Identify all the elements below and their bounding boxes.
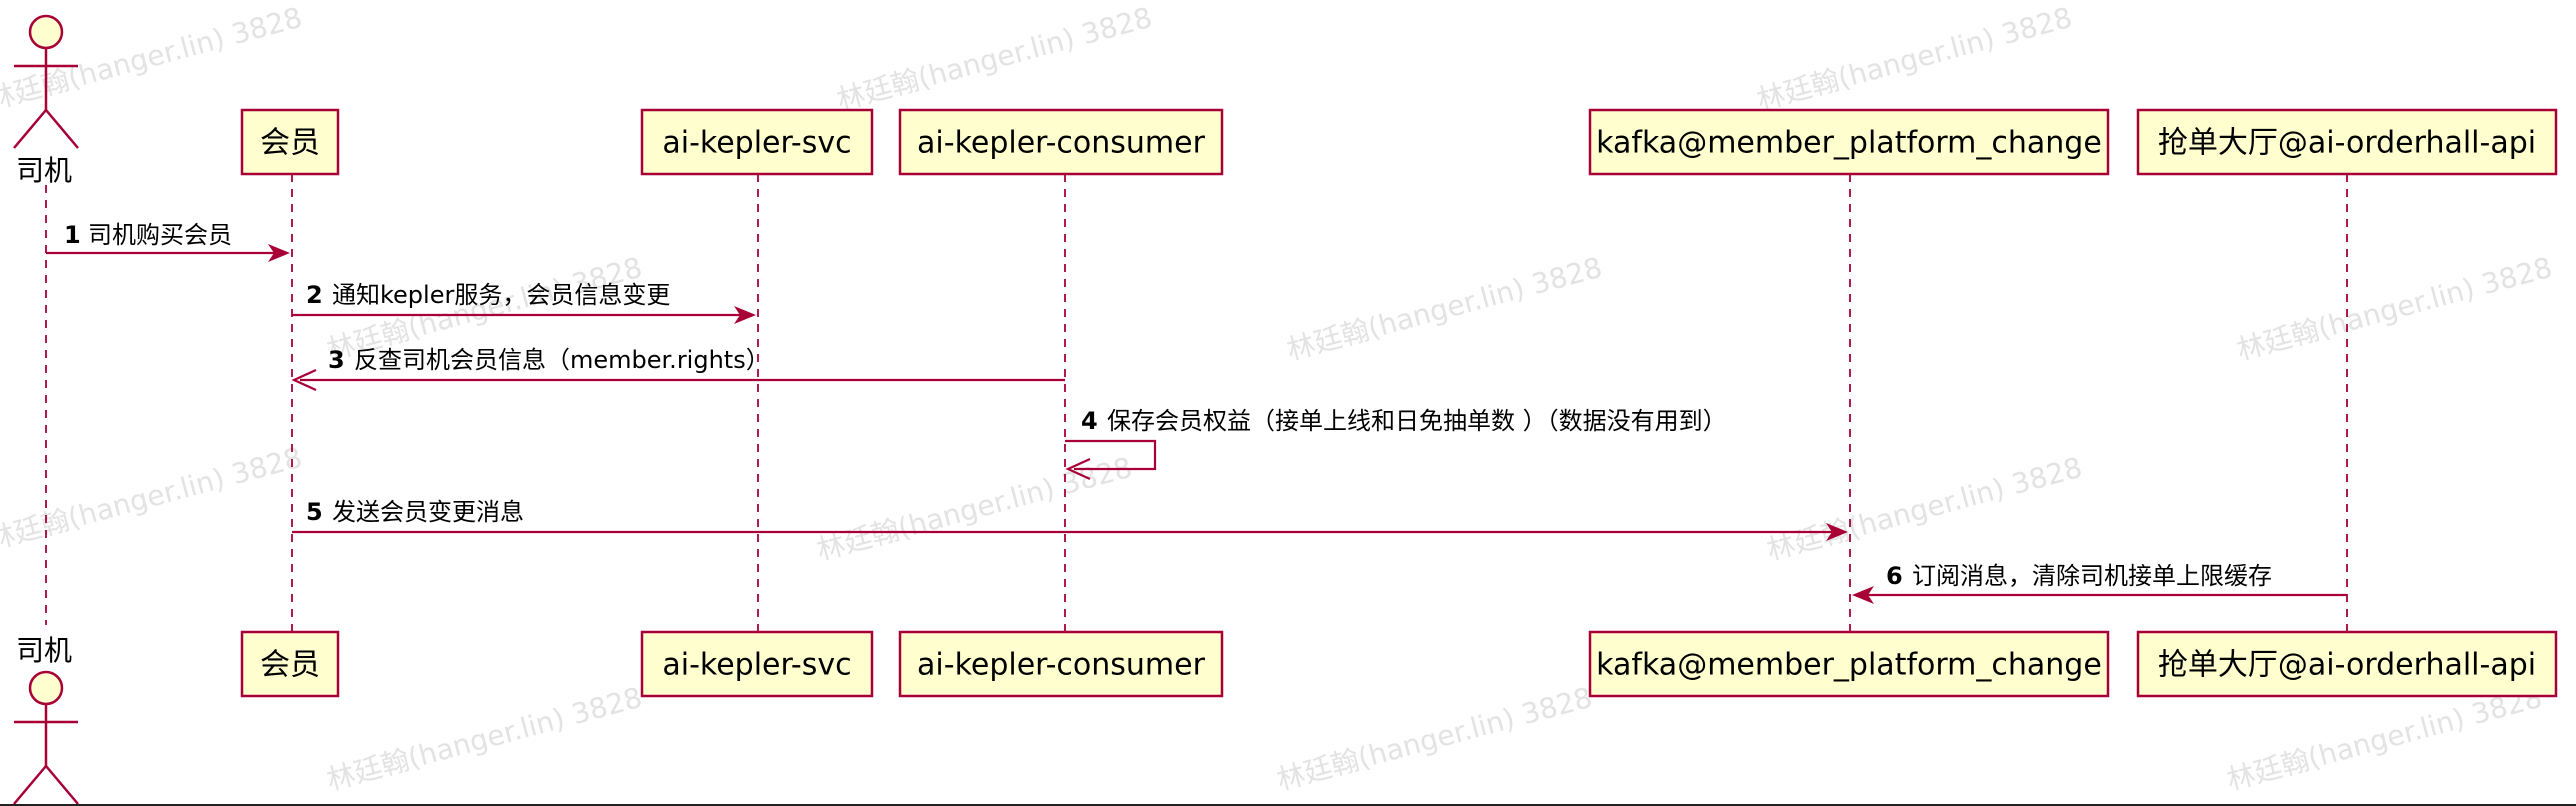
- participant-kepler-svc: ai-kepler-svc: [640, 108, 874, 176]
- watermark-5: 林廷翰(hanger.lin) 3828: [1283, 251, 1605, 367]
- actor-label: 司机: [16, 634, 72, 667]
- message-1: 1 司机购买会员: [46, 221, 290, 262]
- participant-member: 会员: [240, 108, 340, 176]
- stick-figure-icon: [13, 14, 79, 149]
- participant-kepler-svc: ai-kepler-svc: [640, 630, 874, 698]
- participant-label: 会员: [260, 648, 320, 683]
- message-number: 4: [1081, 407, 1098, 435]
- message-text: 发送会员变更消息: [332, 498, 524, 526]
- message-number: 1: [64, 221, 81, 249]
- watermark-6: 林廷翰(hanger.lin) 3828: [2233, 251, 2555, 367]
- participant-label: 抢单大厅@ai-orderhall-api: [2158, 126, 2536, 161]
- actor-driver-bottom: 司机: [13, 634, 79, 805]
- message-2: 2 通知kepler服务，会员信息变更: [292, 281, 756, 324]
- watermark-3: 林廷翰(hanger.lin) 3828: [1753, 1, 2075, 117]
- participant-label: kafka@member_platform_change: [1596, 126, 2102, 161]
- message-text: 保存会员权益（接单上线和日免抽单数 ）（数据没有用到）: [1107, 407, 1727, 435]
- watermark-10: 林廷翰(hanger.lin) 3828: [323, 681, 645, 797]
- arrowhead-icon: [734, 306, 756, 324]
- message-3: 3 反查司机会员信息（member.rights）: [291, 346, 1065, 392]
- participant-orderhall: 抢单大厅@ai-orderhall-api: [2136, 630, 2558, 698]
- message-text: 通知kepler服务，会员信息变更: [332, 281, 670, 309]
- watermark-2: 林廷翰(hanger.lin) 3828: [833, 1, 1155, 117]
- message-text: 反查司机会员信息（member.rights）: [354, 346, 770, 374]
- participants-top: 会员 ai-kepler-svc ai-kepler-consumer kafk…: [240, 108, 2558, 176]
- arrowhead-icon: [1852, 586, 1874, 604]
- message-number: 3: [328, 346, 345, 374]
- participant-label: ai-kepler-svc: [662, 648, 851, 683]
- message-6: 6 订阅消息，清除司机接单上限缓存: [1852, 562, 2347, 604]
- arrowhead-icon: [291, 368, 317, 392]
- arrowhead-icon: [1065, 457, 1091, 481]
- stick-figure-icon: [13, 670, 79, 805]
- participants-bottom: 会员 ai-kepler-svc ai-kepler-consumer kafk…: [240, 630, 2558, 698]
- lifelines: [45, 174, 2348, 632]
- participant-label: ai-kepler-svc: [662, 126, 851, 161]
- actor-label: 司机: [16, 154, 72, 187]
- message-number: 6: [1886, 562, 1903, 590]
- message-arrow-line: [1065, 439, 1157, 471]
- message-number: 2: [306, 281, 323, 309]
- participant-label: ai-kepler-consumer: [917, 648, 1206, 683]
- message-text: 订阅消息，清除司机接单上限缓存: [1912, 562, 2272, 590]
- participant-kepler-consumer: ai-kepler-consumer: [898, 108, 1224, 176]
- participant-kafka: kafka@member_platform_change: [1588, 630, 2110, 698]
- participant-orderhall: 抢单大厅@ai-orderhall-api: [2136, 108, 2558, 176]
- message-text: 司机购买会员: [88, 221, 232, 249]
- participant-kepler-consumer: ai-kepler-consumer: [898, 630, 1224, 698]
- participant-label: 会员: [260, 126, 320, 161]
- participant-kafka: kafka@member_platform_change: [1588, 108, 2110, 176]
- participant-label: kafka@member_platform_change: [1596, 648, 2102, 683]
- arrowhead-icon: [1826, 523, 1848, 541]
- message-5: 5 发送会员变更消息: [292, 498, 1848, 541]
- watermark-11: 林廷翰(hanger.lin) 3828: [1273, 681, 1595, 797]
- participant-label: ai-kepler-consumer: [917, 126, 1206, 161]
- participant-label: 抢单大厅@ai-orderhall-api: [2158, 648, 2536, 683]
- message-number: 5: [306, 498, 323, 526]
- actor-driver-top: 司机: [13, 14, 79, 187]
- watermark-12: 林廷翰(hanger.lin) 3828: [2223, 681, 2545, 797]
- watermark-9: 林廷翰(hanger.lin) 3828: [1763, 451, 2085, 567]
- message-4: 4 保存会员权益（接单上线和日免抽单数 ）（数据没有用到）: [1065, 407, 1727, 481]
- arrowhead-icon: [268, 244, 290, 262]
- participant-member: 会员: [240, 630, 340, 698]
